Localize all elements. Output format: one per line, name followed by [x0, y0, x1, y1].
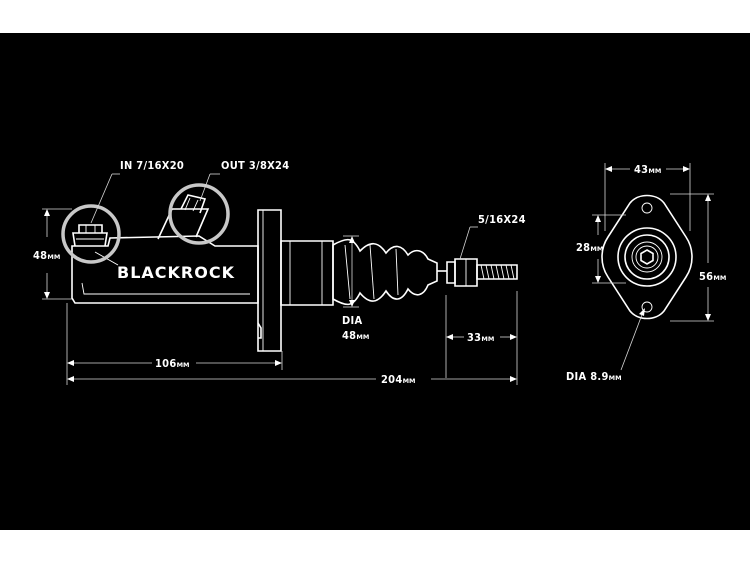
dimension-flange-height [670, 193, 714, 322]
dimension-overall-length [67, 376, 517, 382]
front-flange [601, 194, 693, 320]
rubber-boot [332, 238, 438, 306]
label-hole-spacing: 28MM [576, 241, 603, 254]
label-body-height: 48MM [33, 249, 60, 262]
brand-logo: BLACKROCK [117, 263, 235, 282]
hole-dia-leader [620, 308, 645, 371]
label-overall-length: 204MM [381, 373, 416, 386]
mounting-flange [257, 209, 282, 352]
threaded-pushrod [437, 258, 518, 287]
label-boot-dia: 48MM [342, 329, 369, 342]
inlet-leader [90, 173, 120, 224]
inlet-highlight-ring [61, 204, 121, 264]
label-flange-height: 56MM [699, 270, 726, 283]
dimension-flange-width [604, 163, 691, 231]
label-outlet-thread: OUT 3/8X24 [221, 159, 289, 172]
mount-hole-top [641, 202, 653, 214]
dimension-hole-spacing [592, 214, 626, 284]
mount-hole-bottom [641, 301, 653, 313]
outlet-highlight-ring [168, 183, 230, 245]
dimension-boot-dia [343, 235, 359, 308]
label-rod-thread: 5/16X24 [478, 213, 526, 226]
outlet-leader [199, 173, 220, 202]
label-mount-depth: 106MM [155, 357, 190, 370]
rod-thread-leader [459, 226, 478, 260]
label-inlet-thread: IN 7/16X20 [120, 159, 184, 172]
master-cylinder-diagram: BLACKROCK 48MM IN 7/16X20 OUT 3/8X24 5/1… [33, 159, 726, 386]
label-rod-length: 33MM [467, 331, 494, 344]
label-hole-dia: DIA 8.9MM [566, 370, 622, 383]
dimension-rod-length [445, 291, 518, 385]
inlet-port [72, 224, 108, 247]
pushrod-collar [280, 240, 334, 306]
dimension-mount-depth [66, 303, 283, 385]
dimension-body-height [42, 208, 72, 300]
outlet-port [157, 194, 210, 240]
label-flange-width: 43MM [634, 163, 661, 176]
label-dia-word: DIA [342, 314, 362, 327]
diagram-canvas: BLACKROCK 48MM IN 7/16X20 OUT 3/8X24 5/1… [0, 33, 750, 530]
